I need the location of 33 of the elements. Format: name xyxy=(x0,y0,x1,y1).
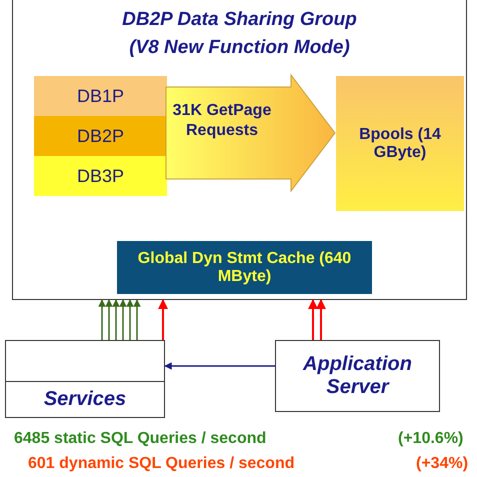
buffer-pool-box xyxy=(336,76,464,211)
edge-label: 31K GetPage Requests xyxy=(172,101,272,141)
throughput-note: (+10.6%) xyxy=(398,430,464,448)
throughput-note: 601 dynamic SQL Queries / second xyxy=(28,455,294,473)
box-label: DB2P xyxy=(76,126,124,146)
cache-box xyxy=(117,241,372,294)
arrow xyxy=(308,299,318,340)
block-arrow xyxy=(166,74,336,192)
arrow xyxy=(119,299,127,340)
box-label: DB1P xyxy=(76,86,124,106)
box-label: Services xyxy=(44,388,126,411)
arrow xyxy=(164,362,275,370)
arrow xyxy=(112,299,120,340)
services-box xyxy=(5,340,165,418)
group-title: (V8 New Function Mode) xyxy=(129,36,350,60)
arrow xyxy=(126,299,134,340)
arrow xyxy=(316,299,326,340)
server-box xyxy=(275,340,440,412)
group-title: DB2P Data Sharing Group xyxy=(122,8,357,32)
box-label: DB3P xyxy=(76,166,124,186)
member-box xyxy=(34,76,167,116)
arrow xyxy=(98,299,106,340)
box-label: Application Server xyxy=(302,353,413,399)
member-box xyxy=(34,156,167,196)
throughput-note: (+34%) xyxy=(416,455,468,473)
member-box xyxy=(34,116,167,156)
box-label: Global Dyn Stmt Cache (640 MByte) xyxy=(136,250,352,286)
arrow xyxy=(133,299,141,340)
throughput-note: 6485 static SQL Queries / second xyxy=(14,430,266,448)
box-label: Bpools (14 GByte) xyxy=(358,126,442,162)
arrow xyxy=(105,299,113,340)
group-box xyxy=(12,0,467,300)
arrow xyxy=(158,299,168,340)
